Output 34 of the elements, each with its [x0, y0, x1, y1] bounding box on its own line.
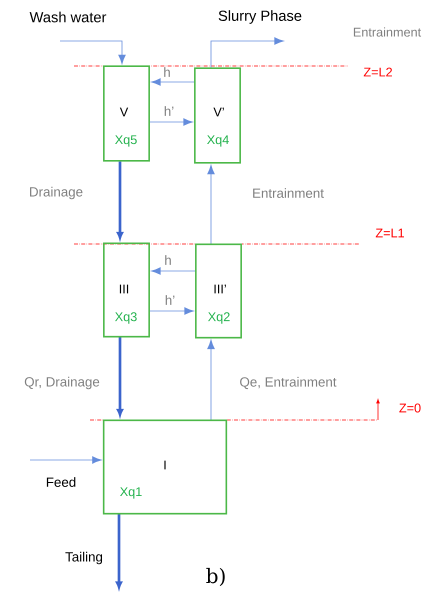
arrow	[116, 514, 122, 589]
edge-label: Slurry Phase	[218, 10, 302, 24]
arrow	[150, 118, 193, 126]
arrow	[151, 267, 196, 275]
arrow	[210, 37, 284, 68]
arrow	[150, 307, 194, 315]
level-label: Z=L2	[364, 68, 392, 76]
edge-label: Drainage	[30, 186, 82, 200]
stage-box: V Xq5	[103, 65, 150, 162]
arrow	[151, 78, 194, 86]
edge-label: Feed	[46, 477, 76, 487]
arrow	[116, 337, 124, 416]
caption: b)	[206, 568, 225, 586]
level-label: Z=0	[399, 404, 421, 412]
arrow	[207, 164, 215, 244]
edge-label: Entrainment	[253, 188, 324, 198]
stage-box: III’ Xq2	[195, 244, 242, 338]
arrow	[207, 340, 215, 420]
stage-box: III Xq3	[103, 242, 150, 338]
stage-box: I Xq1	[102, 420, 228, 514]
stage-box: V’ Xq4	[194, 67, 241, 164]
edge-label: Qe, Entrainment	[240, 376, 336, 390]
arrow	[60, 40, 126, 64]
arrow	[30, 456, 102, 464]
edge-label: h’	[166, 295, 174, 305]
edge-label: Wash water	[30, 12, 106, 22]
edge-label: Qr, Drainage	[24, 376, 100, 390]
level-label: Z=L1	[376, 228, 404, 238]
edge-label: h	[164, 67, 170, 77]
edge-label: h’	[164, 106, 174, 116]
edge-label: Tailing	[65, 552, 102, 564]
edge-label: h	[165, 255, 171, 265]
arrow	[116, 162, 124, 240]
flow-label: Entrainment	[354, 27, 422, 37]
